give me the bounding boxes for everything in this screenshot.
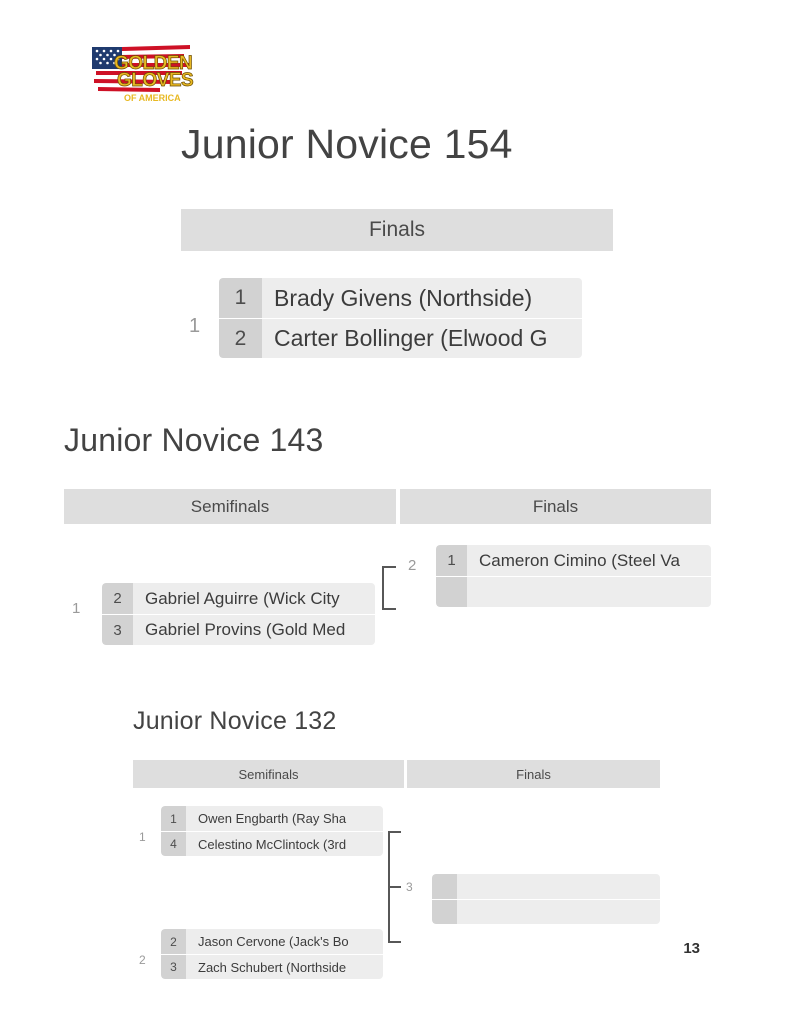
boxer-name: Cameron Cimino (Steel Va — [479, 550, 680, 570]
round-header-semifinals: Semifinals — [133, 760, 404, 788]
boxer-name: Gabriel Aguirre (Wick City — [145, 588, 340, 608]
bout-number: 2 — [408, 557, 417, 574]
match-slot[interactable]: 1 Brady Givens (Northside) — [219, 278, 582, 318]
bracket-junior-novice-143: Semifinals Finals 1 2 Gabriel Aguirre (W… — [64, 489, 711, 645]
boxer-name: Owen Engbarth (Ray Sha — [198, 811, 347, 826]
match-slot[interactable]: 3 Gabriel Provins (Gold Med — [102, 614, 375, 645]
seed-number — [432, 900, 457, 924]
page-title-junior-novice-154: Junior Novice 154 — [181, 121, 513, 167]
match-slot[interactable]: 2 Jason Cervone (Jack's Bo — [161, 929, 383, 954]
match-box[interactable]: 1 Owen Engbarth (Ray Sha 4 Celestino McC… — [161, 806, 383, 856]
round-header-label: Semifinals — [190, 496, 270, 516]
match-slot[interactable]: 1 Owen Engbarth (Ray Sha — [161, 806, 383, 831]
round-header-finals: Finals — [181, 209, 613, 251]
boxer-name: Jason Cervone (Jack's Bo — [198, 934, 349, 949]
bout-number: 2 — [139, 953, 146, 967]
logo-graphic: GOLDEN GLOVES OF AMERICA — [92, 45, 194, 103]
boxer-name: Zach Schubert (Northside — [198, 959, 347, 975]
boxer-name: Brady Givens (Northside) — [274, 284, 533, 311]
seed-number: 1 — [436, 545, 467, 576]
match-box[interactable]: 1 Brady Givens (Northside) 2 Carter Boll… — [219, 278, 582, 358]
bracket-connector — [382, 566, 396, 610]
bout-number: 3 — [406, 880, 413, 894]
match-slot[interactable]: 4 Celestino McClintock (3rd — [161, 831, 383, 856]
match-box[interactable]: 1 Cameron Cimino (Steel Va — [436, 545, 711, 607]
logo-text-golden: GOLDEN — [114, 53, 192, 74]
boxer-name: Gabriel Provins (Gold Med — [145, 620, 346, 639]
logo-text-gloves: GLOVES — [117, 70, 193, 91]
page-number: 13 — [683, 940, 700, 957]
boxer-name: Celestino McClintock (3rd — [198, 836, 347, 852]
seed-number: 2 — [219, 319, 262, 358]
match-slot[interactable] — [432, 899, 660, 924]
page-title-junior-novice-132: Junior Novice 132 — [133, 707, 337, 735]
match-slot[interactable]: 2 Gabriel Aguirre (Wick City — [102, 583, 375, 614]
round-header-label: Semifinals — [238, 766, 299, 782]
seed-number — [432, 874, 457, 899]
round-header-semifinals: Semifinals — [64, 489, 396, 524]
round-header-label: Finals — [368, 218, 426, 241]
bracket-junior-novice-154: Finals 1 1 Brady Givens (Northside) 2 Ca… — [181, 209, 613, 359]
seed-number: 3 — [161, 955, 186, 979]
round-header-finals: Finals — [400, 489, 711, 524]
round-header-label: Finals — [516, 766, 551, 782]
round-header-finals: Finals — [407, 760, 660, 788]
match-slot[interactable]: 2 Carter Bollinger (Elwood G — [219, 318, 582, 358]
golden-gloves-of-america-logo: GOLDEN GLOVES OF AMERICA — [86, 35, 198, 107]
bout-number: 1 — [72, 600, 81, 617]
boxer-name: Carter Bollinger (Elwood G — [274, 325, 548, 351]
match-box[interactable]: 2 Jason Cervone (Jack's Bo 3 Zach Schube… — [161, 929, 383, 979]
seed-number: 1 — [161, 806, 186, 831]
bracket-connector-stub — [388, 886, 401, 888]
bout-number: 1 — [139, 830, 146, 844]
seed-number — [436, 577, 467, 607]
match-box[interactable]: 2 Gabriel Aguirre (Wick City 3 Gabriel P… — [102, 583, 375, 645]
page-title-junior-novice-143: Junior Novice 143 — [64, 422, 324, 458]
round-header-label: Finals — [532, 496, 579, 516]
match-slot[interactable]: 1 Cameron Cimino (Steel Va — [436, 545, 711, 576]
match-box[interactable] — [432, 874, 660, 924]
seed-number: 3 — [102, 615, 133, 645]
seed-number: 2 — [161, 929, 186, 954]
match-slot[interactable] — [436, 576, 711, 607]
bout-number: 1 — [189, 315, 201, 337]
match-slot[interactable]: 3 Zach Schubert (Northside — [161, 954, 383, 979]
seed-number: 2 — [102, 583, 133, 614]
seed-number: 4 — [161, 832, 186, 856]
bracket-junior-novice-132: Semifinals Finals 1 1 Owen Engbarth (Ray… — [133, 760, 660, 985]
seed-number: 1 — [219, 278, 262, 318]
logo-text-of-america: OF AMERICA — [124, 93, 181, 103]
match-slot[interactable] — [432, 874, 660, 899]
